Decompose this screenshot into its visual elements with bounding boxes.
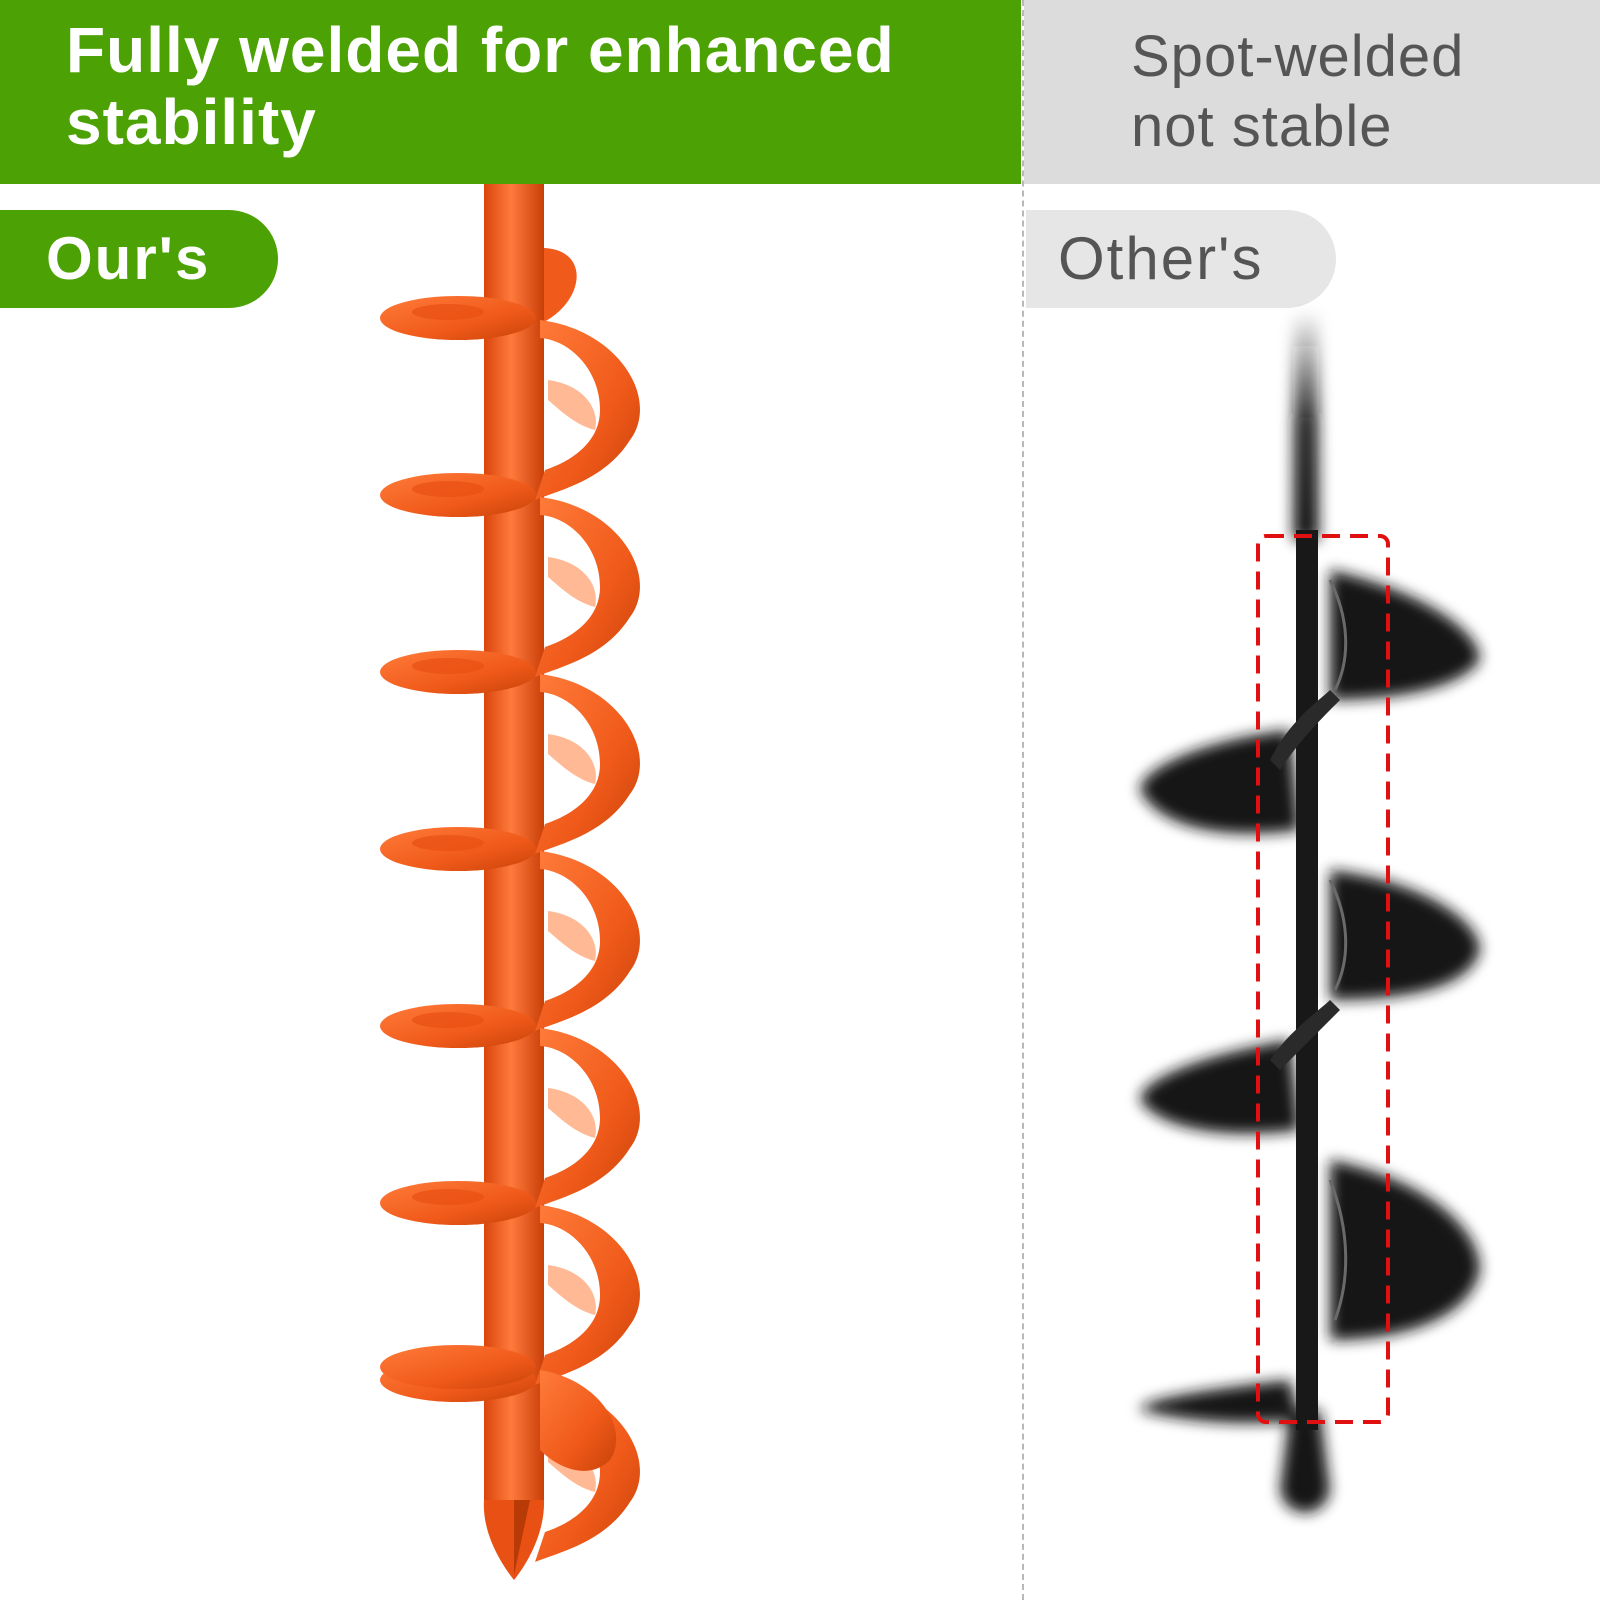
spot-weld-highlight-box bbox=[1256, 534, 1390, 1424]
comparison-divider bbox=[1022, 0, 1024, 1600]
others-badge: Other's bbox=[1026, 210, 1336, 308]
left-header-banner: Fully welded for enhanced stability bbox=[0, 0, 1021, 184]
ours-badge: Our's bbox=[0, 210, 278, 308]
right-headline: Spot-welded not stable bbox=[1131, 22, 1591, 162]
orange-auger-flights bbox=[380, 248, 640, 1580]
others-badge-label: Other's bbox=[1058, 225, 1264, 292]
black-auger-shaft bbox=[1270, 530, 1348, 1430]
left-headline: Fully welded for enhanced stability bbox=[66, 14, 895, 158]
right-headline-line2: not stable bbox=[1131, 94, 1393, 159]
right-headline-line1: Spot-welded bbox=[1131, 24, 1465, 89]
ours-badge-label: Our's bbox=[46, 225, 211, 292]
right-header-banner: Spot-welded not stable bbox=[1024, 0, 1600, 184]
